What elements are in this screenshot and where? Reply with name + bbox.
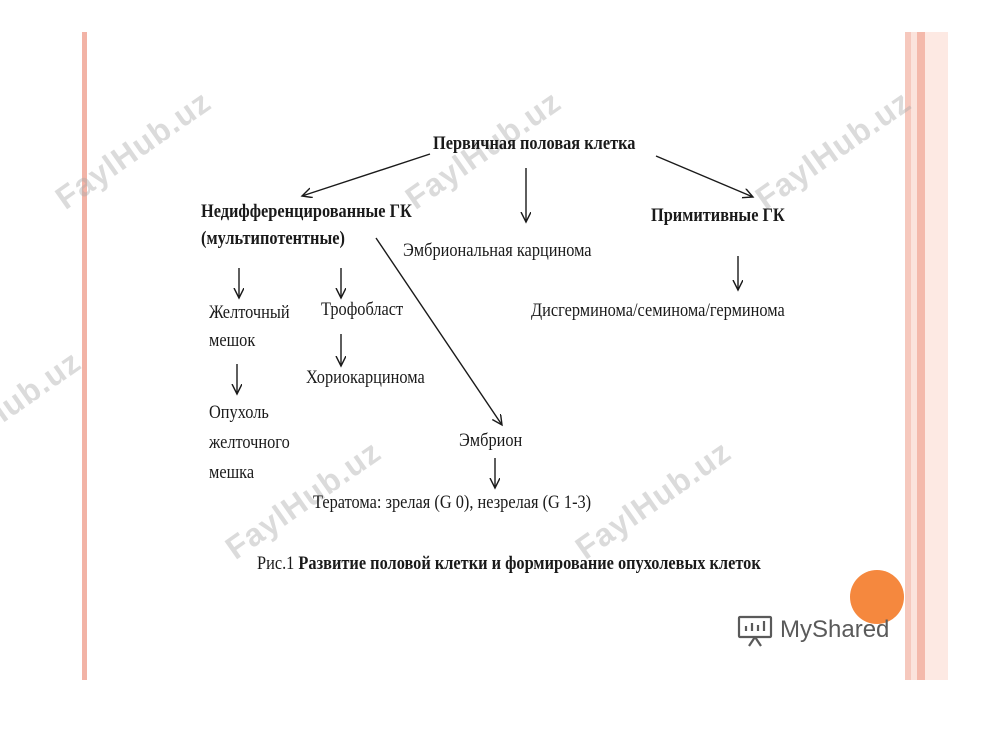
node-primitive-gc: Примитивные ГК	[651, 205, 785, 226]
node-yolk-sac: Желточный мешок	[209, 299, 290, 355]
myshared-logo[interactable]: MyShared	[736, 614, 916, 650]
node-yolk-sac-line2: мешок	[209, 329, 256, 351]
node-yolk-sac-tumor-line2: желточного	[209, 432, 290, 454]
node-primary-germ-cell: Первичная половая клетка	[433, 133, 636, 154]
node-embryonal-carcinoma: Эмбриональная карцинома	[403, 240, 592, 261]
caption-prefix: Рис.1	[257, 553, 295, 574]
caption-text: Развитие половой клетки и формирование о…	[298, 553, 761, 574]
node-trophoblast: Трофобласт	[321, 299, 404, 320]
figure-caption: Рис.1 Развитие половой клетки и формиров…	[257, 553, 761, 575]
brand-orange-dot	[850, 570, 904, 624]
node-undifferentiated-line1: Недифференцированные ГК	[201, 201, 412, 222]
node-yolk-sac-tumor-line3: мешка	[209, 462, 255, 484]
node-yolk-sac-tumor-line1: Опухоль	[209, 402, 269, 423]
slide-left-rule	[82, 32, 87, 680]
node-teratoma: Тератома: зрелая (G 0), незрелая (G 1-3)	[313, 492, 592, 513]
node-yolk-sac-tumor: Опухоль желточного мешка	[209, 398, 290, 488]
presentation-board-icon	[736, 614, 774, 653]
watermark: FaylHub.uz	[0, 343, 88, 477]
node-undifferentiated-gc: Недифференцированные ГК (мультипотентные…	[201, 199, 412, 253]
brand-name: MyShared	[780, 616, 890, 643]
node-dysgerminoma: Дисгерминома/семинома/герминома	[531, 300, 785, 321]
node-undifferentiated-line2: (мультипотентные)	[201, 227, 345, 249]
node-choriocarcinoma: Хориокарцинома	[306, 367, 425, 388]
node-embryo: Эмбрион	[459, 430, 523, 451]
slide-right-decor-bar	[905, 32, 948, 680]
node-yolk-sac-line1: Желточный	[209, 302, 290, 323]
slide	[82, 32, 948, 680]
